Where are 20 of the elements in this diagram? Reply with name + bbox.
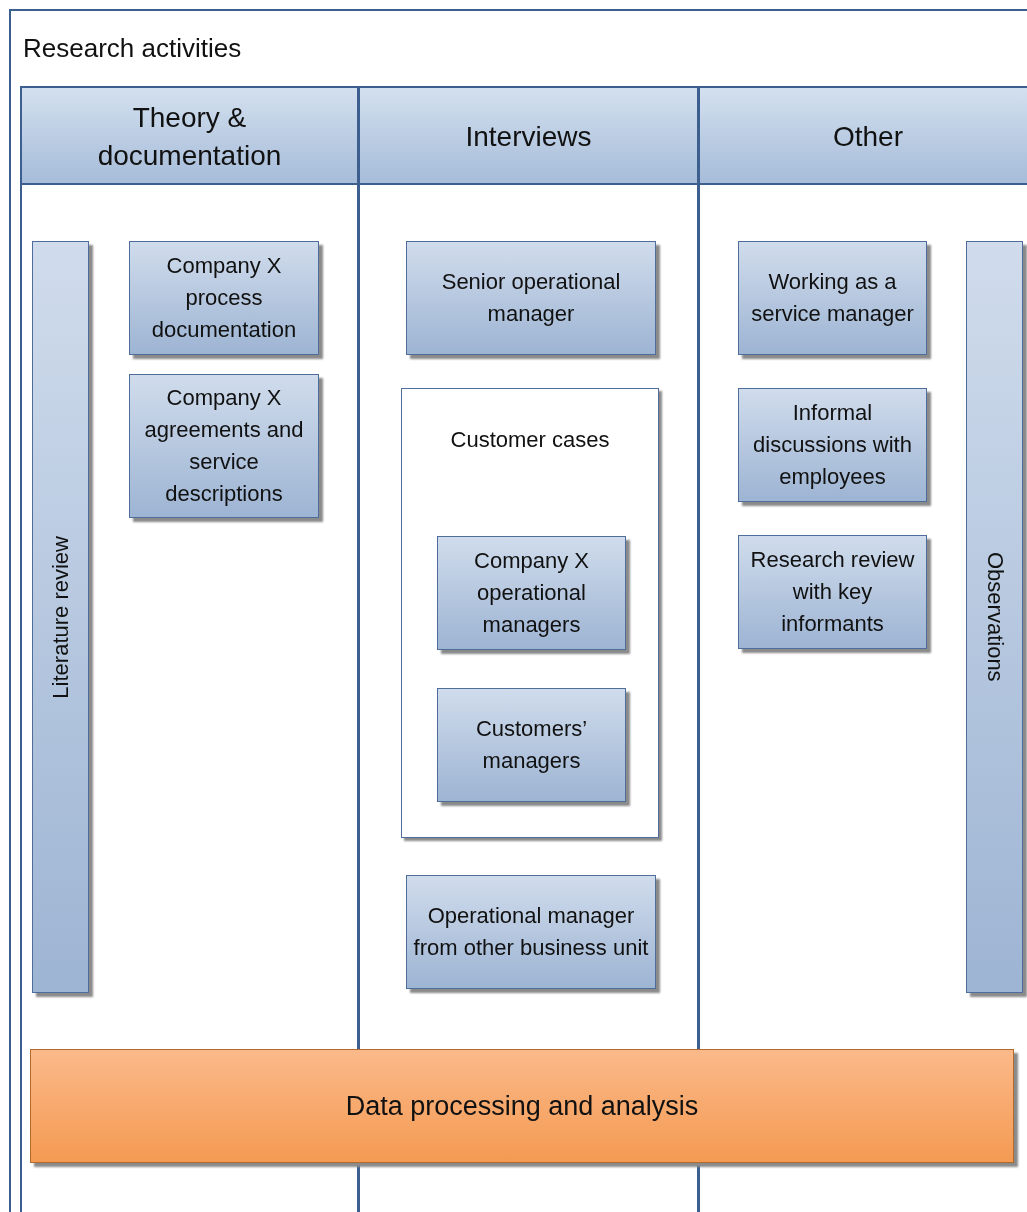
- activity-box: Working as a service manager: [738, 241, 927, 355]
- group-title: Customer cases: [449, 427, 611, 453]
- activity-box: Company X agreements and service descriptions: [129, 374, 319, 518]
- lane-title: Theory & documentation: [96, 100, 283, 173]
- activity-box: Informal discussions with employees: [738, 388, 927, 502]
- lane-title: Other: [832, 119, 904, 154]
- pool-title: Research activities: [23, 33, 242, 64]
- activity-bar: Literature review: [32, 241, 89, 993]
- swimlane: [698, 86, 1027, 1212]
- activity-box: Company X operational managers: [437, 536, 626, 650]
- pool-frame: [9, 9, 1027, 1212]
- analysis-bar: Data processing and analysis: [30, 1049, 1014, 1163]
- activity-box: Research review with key informants: [738, 535, 927, 649]
- activity-box: Customers’ managers: [437, 688, 626, 802]
- lane-title: Interviews: [464, 119, 593, 154]
- activity-box: Senior operational manager: [406, 241, 656, 355]
- activity-bar: Observations: [966, 241, 1023, 993]
- group-box: [401, 388, 659, 838]
- activity-box: Operational manager from other business unit: [406, 875, 656, 989]
- activity-box: Company X process documentation: [129, 241, 319, 355]
